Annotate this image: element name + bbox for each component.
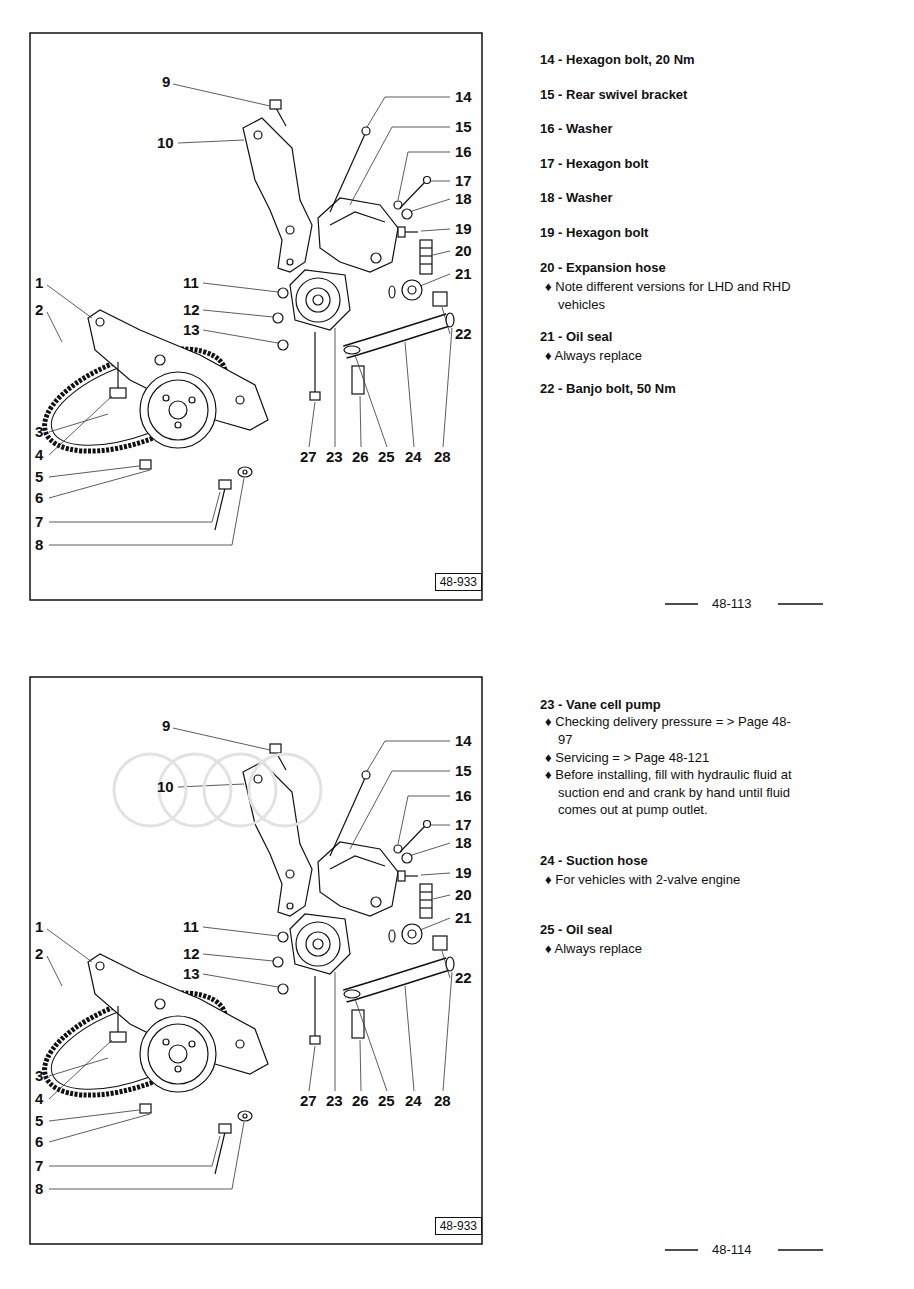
callout-number: 9 [162,72,170,92]
callout-number: 24 [405,1091,422,1111]
callout-number: 9 [162,716,170,736]
callout-number: 23 [326,1091,343,1111]
callout-number: 25 [378,1091,395,1111]
callout-number: 7 [35,512,43,532]
callout-number: 5 [35,1111,43,1131]
callout-number: 10 [157,133,174,153]
callout-number: 11 [183,273,199,293]
callout-number: 1 [35,273,43,293]
part-legend: 20 - Expansion hose [540,260,666,277]
legend-note: ♦ For vehicles with 2-valve engine [545,871,798,889]
callout-number: 19 [455,219,472,239]
callout-number: 15 [455,761,472,781]
callout-number: 8 [35,1179,43,1199]
callout-number: 4 [35,1089,43,1109]
callout-number: 18 [455,189,472,209]
callout-number: 1 [35,917,43,937]
callout-number: 12 [183,944,200,964]
callout-number: 12 [183,300,200,320]
part-legend: 22 - Banjo bolt, 50 Nm [540,381,676,398]
part-legend: 17 - Hexagon bolt [540,156,648,173]
callout-number: 16 [455,786,472,806]
callout-number: 27 [300,1091,317,1111]
callout-number: 16 [455,142,472,162]
callout-number: 22 [455,324,472,344]
figure-number-box: 48-933 [435,1217,482,1235]
part-legend: 23 - Vane cell pump [540,697,661,714]
callout-number: 3 [35,1066,43,1086]
part-legend: 18 - Washer [540,190,613,207]
watermark-rings [114,754,321,826]
part-legend: 15 - Rear swivel bracket [540,87,687,104]
part-legend: 16 - Washer [540,121,613,138]
callout-number: 6 [35,488,43,508]
callout-number: 6 [35,1132,43,1152]
callout-number: 11 [183,917,199,937]
legend-note: ♦ Note different versions for LHD and RH… [545,278,798,313]
legend-note: ♦ Servicing = > Page 48-121 [545,749,798,767]
callout-number: 18 [455,833,472,853]
callout-number: 22 [455,968,472,988]
callout-number: 15 [455,117,472,137]
part-legend: 21 - Oil seal [540,329,612,346]
callout-number: 28 [434,1091,451,1111]
figure-number: 48-933 [440,575,477,589]
callout-number: 17 [455,815,472,835]
part-legend: 14 - Hexagon bolt, 20 Nm [540,52,695,69]
callout-number: 19 [455,863,472,883]
callout-number: 14 [455,87,472,107]
callout-number: 13 [183,320,200,340]
callout-number: 21 [455,264,472,284]
callout-number: 25 [378,447,395,467]
callout-number: 3 [35,422,43,442]
callout-number: 28 [434,447,451,467]
callout-number: 24 [405,447,422,467]
callout-number: 27 [300,447,317,467]
callout-number: 10 [157,777,174,797]
callout-number: 2 [35,944,43,964]
part-legend: 24 - Suction hose [540,853,648,870]
callout-number: 20 [455,885,472,905]
callout-number: 5 [35,467,43,487]
callout-number: 13 [183,964,200,984]
figure-top [30,33,482,600]
callout-number: 20 [455,241,472,261]
callout-number: 4 [35,445,43,465]
callout-number: 14 [455,731,472,751]
part-legend: 25 - Oil seal [540,922,612,939]
callout-number: 21 [455,908,472,928]
page-rules [665,604,823,1250]
page-number: 48-113 [712,596,752,613]
figure-bottom [30,677,482,1244]
legend-note: ♦ Always replace [545,347,798,365]
callout-number: 26 [352,1091,369,1111]
figure-number-box: 48-933 [435,573,482,591]
legend-note: ♦ Always replace [545,940,798,958]
callout-number: 8 [35,535,43,555]
page-number: 48-114 [712,1242,752,1259]
callout-number: 7 [35,1156,43,1176]
callout-number: 2 [35,300,43,320]
callout-number: 17 [455,171,472,191]
part-legend: 19 - Hexagon bolt [540,225,648,242]
figure-number: 48-933 [440,1219,477,1233]
callout-number: 23 [326,447,343,467]
legend-note: ♦ Checking delivery pressure = > Page 48… [545,713,798,748]
legend-note: ♦ Before installing, fill with hydraulic… [545,766,798,819]
callout-number: 26 [352,447,369,467]
